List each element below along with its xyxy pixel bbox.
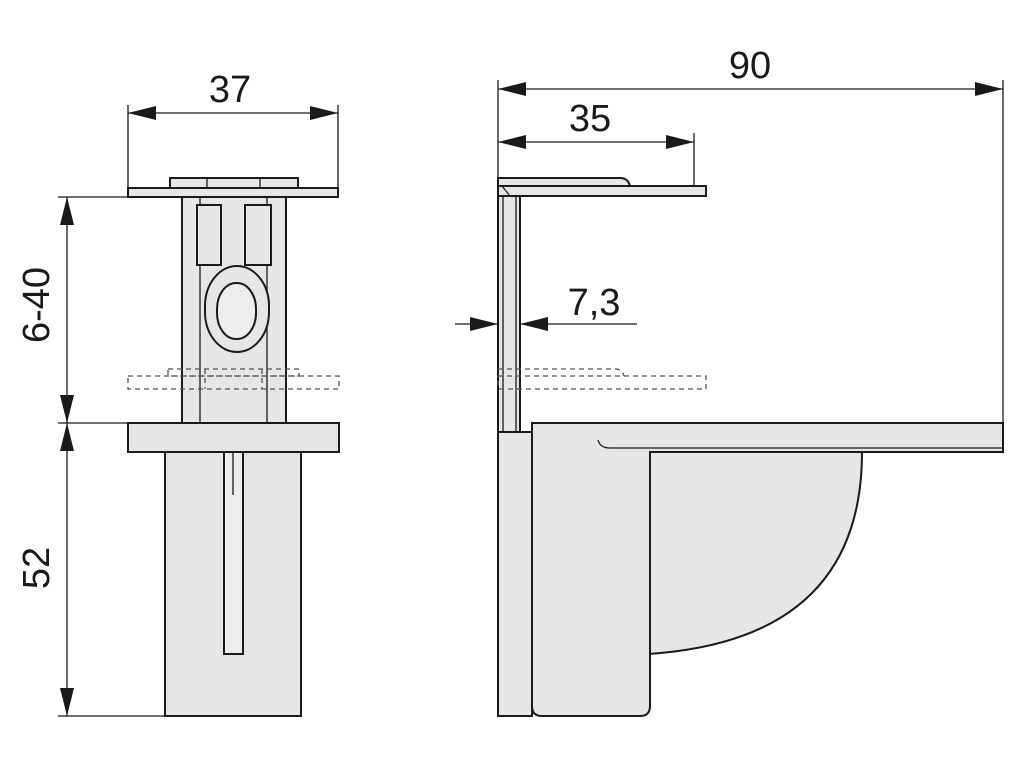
front-view [127, 177, 340, 717]
side-glass-shelf-outline [497, 375, 707, 390]
front-top-plate [127, 187, 339, 198]
base-height-label: 52 [16, 547, 58, 589]
total-depth-dimension: 90 [497, 45, 1004, 423]
front-oval-hole [216, 282, 257, 340]
front-screw-left [196, 204, 222, 266]
front-screw-right [244, 204, 272, 266]
side-top-cap [497, 177, 632, 187]
glass-thickness-dimension: 7,3 [455, 282, 637, 331]
top-plate-depth-label: 35 [569, 98, 611, 140]
thickness-range-dimension: 6-40 [16, 196, 180, 424]
side-main-body [531, 422, 1004, 717]
glass-thickness-label: 7,3 [568, 282, 621, 324]
base-height-dimension: 52 [16, 423, 165, 717]
side-bracket-arm [647, 451, 864, 656]
thickness-range-label: 6-40 [16, 267, 58, 343]
side-vertical-strip [497, 185, 521, 433]
front-bottom-plate [127, 422, 340, 453]
total-depth-label: 90 [729, 45, 771, 87]
front-width-label: 37 [209, 69, 251, 111]
front-glass-shelf-outline [127, 375, 340, 390]
front-width-dimension: 37 [127, 69, 339, 192]
side-view [497, 177, 1004, 717]
side-top-plate [497, 185, 707, 197]
side-back-body [497, 431, 533, 717]
front-top-cap [169, 177, 299, 189]
top-plate-depth-dimension: 35 [498, 98, 695, 186]
